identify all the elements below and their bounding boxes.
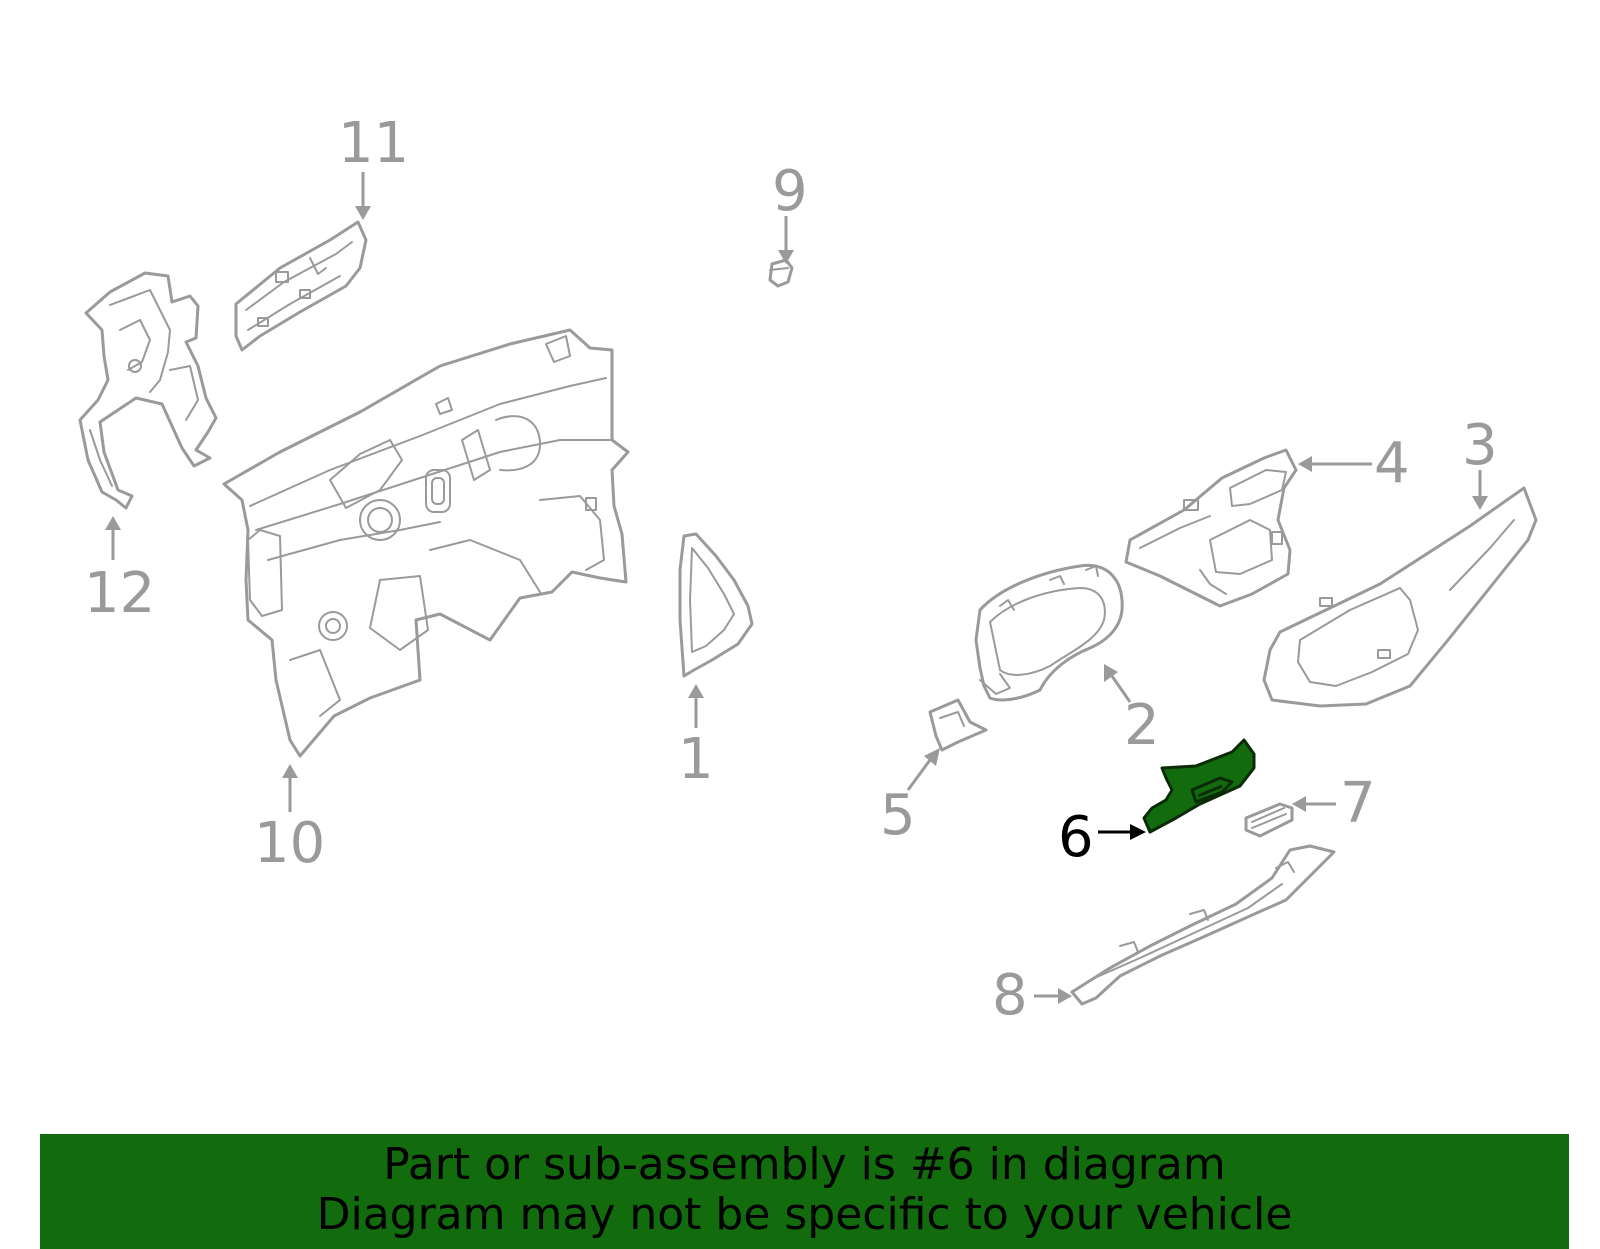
callout-9: 9: [772, 159, 808, 224]
part-3-bezel: [1262, 486, 1538, 708]
part-5-trim: [928, 698, 988, 752]
callout-8: 8: [992, 963, 1028, 1028]
part-1-bracket: [678, 532, 754, 678]
callout-10: 10: [254, 811, 325, 876]
part-6-highlighted-cover[interactable]: [1142, 738, 1256, 834]
callout-5: 5: [880, 783, 916, 848]
part-2-cluster: [974, 563, 1124, 702]
callout-11: 11: [338, 111, 409, 176]
callout-labels: 11 9 12 10 1 4 3 2 5 6 7 8: [84, 111, 1498, 1028]
banner-part-info: Part or sub-assembly is #6 in diagram: [383, 1139, 1226, 1190]
leader-arrows: [105, 172, 1488, 1004]
callout-4: 4: [1374, 431, 1410, 496]
part-7-clip: [1244, 802, 1294, 838]
callout-2: 2: [1124, 693, 1160, 758]
part-4-duct-bracket: [1124, 448, 1298, 608]
callout-1: 1: [678, 727, 714, 792]
part-9-clip: [768, 258, 794, 288]
part-10-dash-panel: [222, 328, 630, 758]
part-12-side-bracket: [78, 271, 218, 510]
callout-7: 7: [1340, 771, 1376, 836]
banner-disclaimer: Diagram may not be specific to your vehi…: [316, 1189, 1293, 1240]
callout-3: 3: [1462, 413, 1498, 478]
callout-6-highlighted: 6: [1058, 805, 1094, 870]
part-11-panel: [234, 220, 368, 352]
info-banner: Part or sub-assembly is #6 in diagram Di…: [40, 1134, 1569, 1249]
callout-12: 12: [84, 561, 155, 626]
part-8-lower-trim: [1070, 844, 1336, 1006]
